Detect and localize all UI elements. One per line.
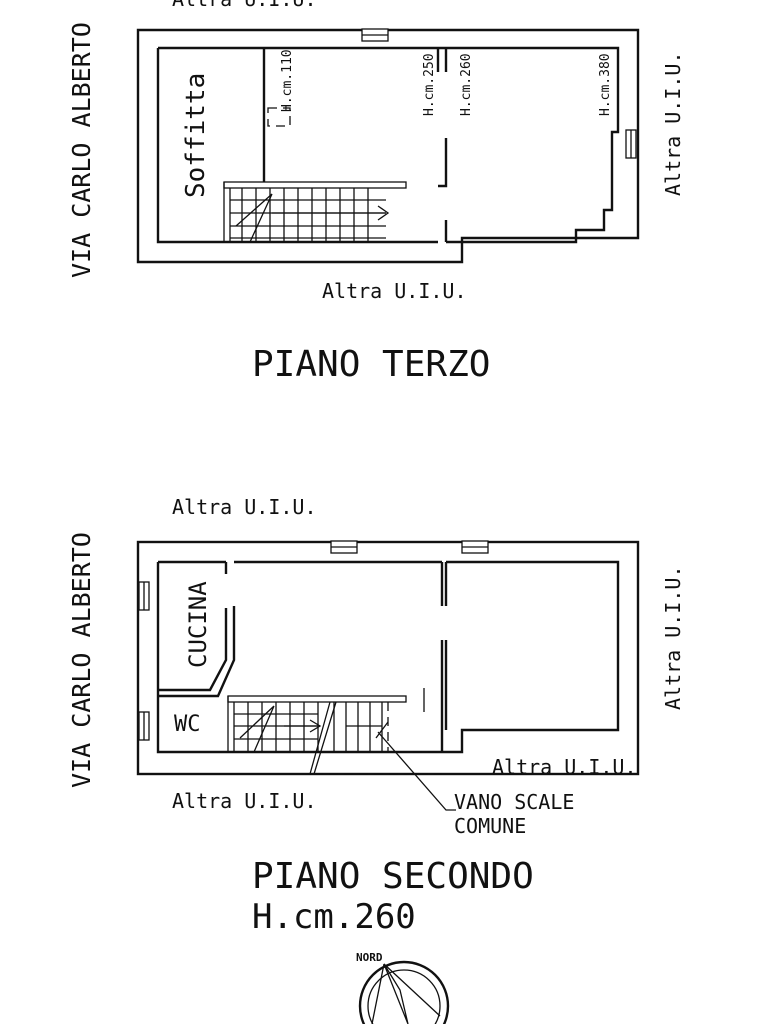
partition-central [440, 562, 448, 752]
partition-cucina [158, 562, 236, 698]
bottom-left-neighbor-label: Altra U.I.U. [172, 789, 317, 813]
staircase-secondo [227, 695, 407, 775]
street-label-bottom: VIA CARLO ALBERTO [67, 532, 96, 788]
top-neighbor-label-secondo: Altra U.I.U. [172, 495, 317, 519]
right-neighbor-label-terzo: Altra U.I.U. [661, 52, 685, 197]
window-left-wc [138, 711, 150, 741]
window-top-terzo [361, 28, 389, 42]
height-piano-secondo: H.cm.260 [252, 897, 416, 937]
label-vano-scale: VANO SCALE [454, 790, 574, 814]
height-label-250: H.cm.250 [422, 53, 437, 116]
hatch-opening [267, 107, 291, 127]
leader-line-vano-scale [377, 731, 456, 811]
window-top-secondo-1 [330, 540, 358, 554]
room-label-wc: WC [174, 712, 201, 737]
right-neighbor-label-secondo: Altra U.I.U. [661, 566, 685, 711]
common-stair-outline [314, 702, 442, 775]
inner-wall-secondo [156, 560, 620, 754]
window-right-terzo [625, 129, 637, 159]
title-piano-secondo: PIANO SECONDO [252, 856, 534, 897]
window-left-cucina [138, 581, 150, 611]
plan-piano-secondo: Altra U.I.U. VIA CARLO ALBERTO [67, 495, 685, 937]
north-label: NORD [356, 951, 383, 964]
window-top-secondo-2 [461, 540, 489, 554]
height-label-110: H.cm.110 [280, 49, 295, 112]
height-label-380: H.cm.380 [598, 53, 613, 116]
bottom-neighbor-label-terzo: Altra U.I.U. [322, 279, 467, 303]
plan-piano-terzo: Altra U.I.U. VIA CARLO ALBERTO [67, 0, 685, 385]
inner-wall-top [156, 46, 620, 244]
north-arrow: NORD [356, 951, 450, 1024]
top-neighbor-label-partial: Altra U.I.U. [172, 0, 317, 11]
label-comune: COMUNE [454, 814, 526, 838]
room-label-soffitta: Soffitta [181, 73, 211, 198]
staircase-terzo [223, 181, 407, 243]
room-label-cucina: CUCINA [184, 581, 212, 668]
title-piano-terzo: PIANO TERZO [252, 344, 490, 385]
bottom-right-neighbor-label: Altra U.I.U. [492, 755, 637, 779]
partition-center [436, 48, 448, 188]
outer-wall-top [136, 28, 640, 264]
height-label-260: H.cm.260 [459, 53, 474, 116]
street-label-top: VIA CARLO ALBERTO [67, 22, 96, 278]
outer-wall-secondo [136, 540, 640, 776]
